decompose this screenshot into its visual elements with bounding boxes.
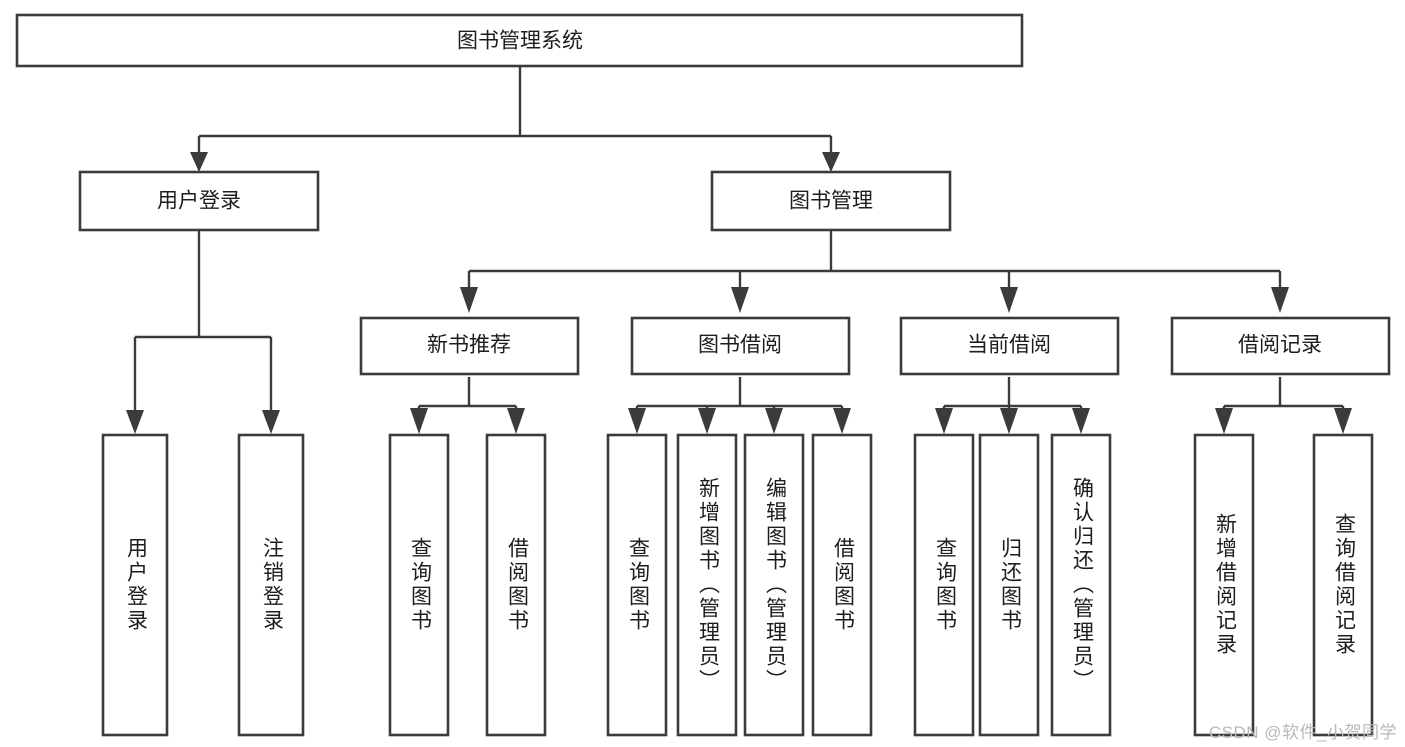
node-new-book-rec[interactable]: 新书推荐: [359, 316, 580, 376]
node-book-borrow[interactable]: 图书借阅: [630, 316, 851, 376]
edge-borrowrecord-to-leaves: [1222, 377, 1345, 417]
node-book-manage-box[interactable]: [710, 170, 952, 232]
node-leaf-logout-label: 注销登录: [260, 537, 284, 633]
node-leaf-add-record-label: 新增借阅记录: [1213, 513, 1237, 657]
connector-layer: [126, 66, 1352, 434]
edge-userlogin-to-leaves: [133, 230, 273, 417]
node-leaf-query-book-2[interactable]: 查询图书: [606, 433, 668, 737]
arrowhead-borrow-record: [1271, 287, 1289, 313]
arrowhead-current-borrow: [1000, 287, 1018, 313]
node-leaf-add-book-box[interactable]: [676, 433, 738, 737]
node-current-borrow-box[interactable]: [899, 316, 1120, 376]
node-book-borrow-label: 图书借阅: [698, 334, 782, 357]
node-leaf-query-book-3-label: 查询图书: [933, 537, 957, 633]
node-leaf-return-book-box[interactable]: [978, 433, 1040, 737]
node-leaf-edit-book[interactable]: 编辑图书（管理员）: [743, 433, 805, 737]
node-book-borrow-box[interactable]: [630, 316, 851, 376]
node-user-login-box[interactable]: [78, 170, 320, 232]
edge-bookmanage-to-level3: [467, 230, 1282, 292]
node-leaf-query-book-1-box[interactable]: [388, 433, 450, 737]
arrowhead-leaf-confirm-return: [1072, 408, 1090, 434]
node-leaf-query-record-label: 查询借阅记录: [1332, 513, 1356, 657]
node-current-borrow-label: 当前借阅: [967, 334, 1051, 357]
node-book-manage-label: 图书管理: [789, 190, 873, 213]
node-leaf-borrow-book-1-label: 借阅图书: [505, 537, 529, 633]
node-leaf-query-book-2-label: 查询图书: [626, 537, 650, 633]
node-book-manage[interactable]: 图书管理: [710, 170, 952, 232]
arrowhead-leaf-add-book: [698, 408, 716, 434]
node-leaf-return-book[interactable]: 归还图书: [978, 433, 1040, 737]
node-leaf-edit-book-box[interactable]: [743, 433, 805, 737]
arrowhead-leaf-query-record: [1334, 408, 1352, 434]
node-leaf-borrow-book-2-label: 借阅图书: [831, 537, 855, 633]
node-new-book-rec-label: 新书推荐: [427, 334, 511, 357]
node-user-login-label: 用户登录: [157, 190, 241, 213]
node-current-borrow[interactable]: 当前借阅: [899, 316, 1120, 376]
arrowhead-leaf-query-book-1: [410, 408, 428, 434]
node-leaf-query-book-3-box[interactable]: [913, 433, 975, 737]
node-leaf-query-record[interactable]: 查询借阅记录: [1312, 433, 1374, 737]
arrowhead-leaf-query-book-3: [935, 408, 953, 434]
node-leaf-query-book-1-label: 查询图书: [408, 537, 432, 633]
arrowhead-leaf-edit-book: [765, 408, 783, 434]
node-leaf-return-book-label: 归还图书: [998, 537, 1022, 633]
node-leaf-add-book-label: 新增图书（管理员）: [696, 477, 720, 693]
node-leaf-confirm-return-label: 确认归还（管理员）: [1070, 477, 1094, 693]
node-leaf-query-book-2-box[interactable]: [606, 433, 668, 737]
node-leaf-query-book-3[interactable]: 查询图书: [913, 433, 975, 737]
node-new-book-rec-box[interactable]: [359, 316, 580, 376]
node-leaf-add-book[interactable]: 新增图书（管理员）: [676, 433, 738, 737]
edge-root-to-level2: [197, 66, 833, 158]
node-leaf-query-book-1[interactable]: 查询图书: [388, 433, 450, 737]
node-root-label: 图书管理系统: [457, 30, 583, 53]
node-leaf-add-record-box[interactable]: [1193, 433, 1255, 737]
node-leaf-borrow-book-1-box[interactable]: [485, 433, 547, 737]
node-leaf-user-login[interactable]: 用户登录: [101, 433, 169, 737]
node-leaf-edit-book-label: 编辑图书（管理员）: [763, 477, 787, 693]
node-leaf-confirm-return[interactable]: 确认归还（管理员）: [1050, 433, 1112, 737]
node-leaf-query-record-box[interactable]: [1312, 433, 1374, 737]
arrowhead-book-borrow: [731, 287, 749, 313]
node-leaf-borrow-book-2[interactable]: 借阅图书: [811, 433, 873, 737]
arrowhead-leaf-borrow-book-2: [833, 408, 851, 434]
arrowhead-book-manage: [822, 152, 840, 172]
node-leaf-logout[interactable]: 注销登录: [237, 433, 305, 737]
arrowhead-leaf-borrow-book-1: [507, 408, 525, 434]
node-user-login[interactable]: 用户登录: [78, 170, 320, 232]
node-borrow-record-label: 借阅记录: [1238, 334, 1322, 357]
arrowhead-leaf-query-book-2: [628, 408, 646, 434]
node-leaf-borrow-book-1[interactable]: 借阅图书: [485, 433, 547, 737]
node-leaf-borrow-book-2-box[interactable]: [811, 433, 873, 737]
arrowhead-leaf-user-login: [126, 410, 144, 434]
node-borrow-record[interactable]: 借阅记录: [1170, 316, 1391, 376]
node-root[interactable]: 图书管理系统: [15, 13, 1024, 68]
arrowhead-leaf-logout: [262, 410, 280, 434]
arrowhead-leaf-add-record: [1215, 408, 1233, 434]
node-leaf-user-login-label: 用户登录: [124, 537, 148, 633]
arrowhead-new-book-rec: [460, 287, 478, 313]
node-leaf-add-record[interactable]: 新增借阅记录: [1193, 433, 1255, 737]
node-leaf-logout-box[interactable]: [237, 433, 305, 737]
arrowhead-user-login: [190, 152, 208, 172]
node-leaf-user-login-box[interactable]: [101, 433, 169, 737]
node-borrow-record-box[interactable]: [1170, 316, 1391, 376]
edge-bookborrow-to-leaves: [635, 377, 844, 417]
edge-newbookrec-to-leaves: [417, 377, 518, 417]
arrowhead-leaf-return-book: [1000, 408, 1018, 434]
node-leaf-confirm-return-box[interactable]: [1050, 433, 1112, 737]
node-layer: 图书管理系统 用户登录 图书管理 新书推荐 图书借阅: [15, 13, 1391, 737]
node-root-box[interactable]: [15, 13, 1024, 68]
